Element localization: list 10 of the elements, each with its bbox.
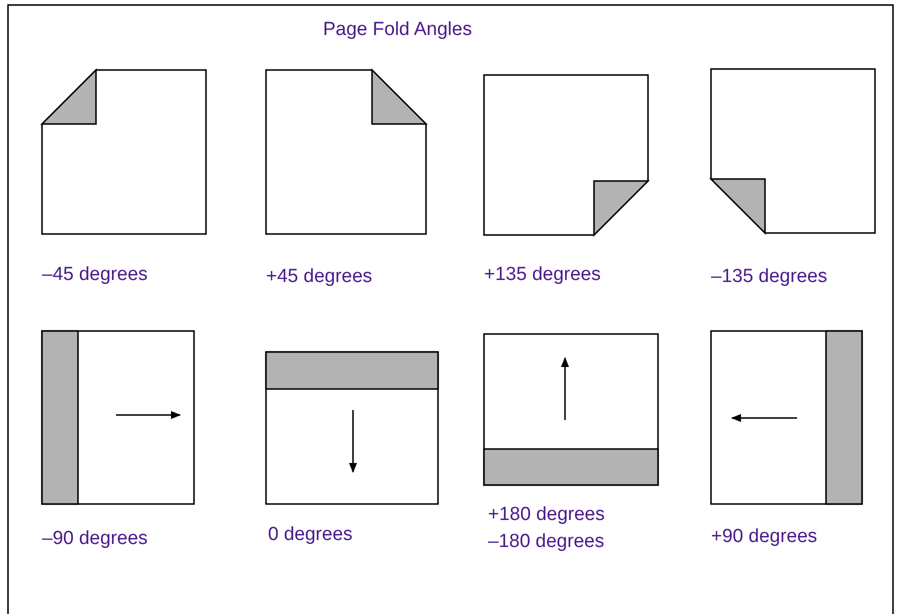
angle-label: –45 degrees xyxy=(42,264,148,286)
diagram-title: Page Fold Angles xyxy=(323,19,472,41)
angle-label: +45 degrees xyxy=(266,266,372,288)
angle-label: –180 degrees xyxy=(488,531,604,553)
angle-label: +180 degrees xyxy=(488,504,605,526)
angle-label: –90 degrees xyxy=(42,528,148,550)
angle-label: 0 degrees xyxy=(268,524,353,546)
angle-label: +90 degrees xyxy=(711,526,818,548)
angle-label: –135 degrees xyxy=(711,266,828,288)
angle-label: +135 degrees xyxy=(484,264,601,286)
